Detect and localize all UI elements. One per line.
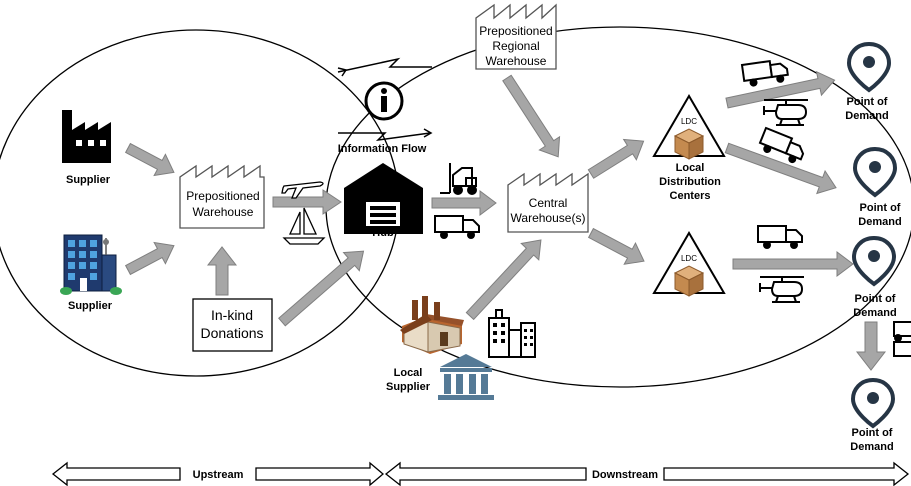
arrow-central-to-ldc2 xyxy=(587,227,645,265)
package-icon xyxy=(674,128,704,160)
regional-warehouse-label-2: Regional xyxy=(492,39,539,53)
upstream-left-arrow xyxy=(51,461,181,486)
pod-2-label-2: Demand xyxy=(858,216,901,228)
ldc-center-label-2: Distribution xyxy=(659,176,721,188)
arrow-regional-to-central xyxy=(502,74,561,158)
map-pin-icon-4 xyxy=(851,378,895,428)
helicopter-icon-2 xyxy=(759,276,805,303)
arrow-warehouse-to-hub xyxy=(272,189,342,215)
pod-1-label-1: Point of xyxy=(847,96,888,108)
prepositioned-warehouse-label-2: Warehouse xyxy=(193,205,254,219)
package-icon xyxy=(674,265,704,297)
pod-3-label-1: Point of xyxy=(855,293,896,305)
map-pin-icon-2 xyxy=(853,147,897,197)
hub-label: Hub xyxy=(372,227,394,239)
inkind-label-2: Donations xyxy=(200,325,263,341)
regional-warehouse-label-3: Warehouse xyxy=(486,54,547,68)
info-icon xyxy=(364,81,404,121)
boat-icon xyxy=(282,207,326,245)
ldc-center-label-3: Centers xyxy=(670,190,711,202)
local-supplier-label-1: Local xyxy=(394,367,423,379)
information-flow-label: Information Flow xyxy=(338,143,427,155)
arrow-ldc1-to-pod2 xyxy=(724,142,837,195)
ldc-label-2: LDC xyxy=(681,254,697,263)
arrow-local-to-central xyxy=(465,239,542,321)
central-warehouse-label-1: Central xyxy=(529,196,568,210)
arrow-ldc2-to-pod3 xyxy=(732,251,854,277)
local-supplier-label-2: Supplier xyxy=(386,381,431,393)
prepositioned-warehouse: Prepositioned Warehouse xyxy=(179,164,265,229)
pod-4-label-1: Point of xyxy=(852,427,893,439)
upstream-label: Upstream xyxy=(193,469,244,481)
central-warehouse: Central Warehouse(s) xyxy=(507,172,589,233)
pod-3-label-2: Demand xyxy=(853,307,896,319)
forklift-icon xyxy=(440,163,477,195)
hub-garage-icon xyxy=(344,163,423,234)
regional-warehouse-label-1: Prepositioned xyxy=(479,24,552,38)
supplier-label-2: Supplier xyxy=(68,300,113,312)
arrow-central-to-ldc1 xyxy=(587,138,645,179)
arrow-donations-up xyxy=(206,246,238,296)
ldc-label-1: LDC xyxy=(681,117,697,126)
truck-icon-partial xyxy=(893,321,911,357)
arrow-pod3-to-pod4 xyxy=(855,321,887,371)
inkind-donations-box: In-kind Donations xyxy=(192,298,273,352)
truck-icon-hub xyxy=(434,215,480,240)
pod-2-label-1: Point of xyxy=(860,202,901,214)
helicopter-icon-1 xyxy=(763,99,809,126)
central-warehouse-label-2: Warehouse(s) xyxy=(511,211,586,225)
downstream-right-arrow xyxy=(663,461,910,486)
office-building-icon xyxy=(60,234,122,295)
arrow-hub-to-central xyxy=(431,190,497,216)
arrow-donations-to-hub xyxy=(278,250,365,327)
truck-icon-1 xyxy=(741,57,790,89)
information-flow-arrows xyxy=(337,57,433,142)
map-pin-icon-1 xyxy=(847,42,891,92)
map-pin-icon-3 xyxy=(852,236,896,286)
ldc-triangle-2: LDC xyxy=(652,231,726,297)
ldc-center-label-1: Local xyxy=(676,162,705,174)
ldc-triangle-1: LDC xyxy=(652,94,726,160)
supplier-label-1: Supplier xyxy=(66,174,111,186)
arrow-supplier-to-warehouse xyxy=(124,142,175,177)
pod-4-label-2: Demand xyxy=(850,441,893,453)
pod-1-label-2: Demand xyxy=(845,110,888,122)
bank-icon xyxy=(438,354,494,400)
prepositioned-warehouse-label-1: Prepositioned xyxy=(186,189,259,203)
arrow-ldc1-to-pod1 xyxy=(725,70,836,109)
downstream-left-arrow xyxy=(384,461,587,486)
local-supplier-house-icon xyxy=(400,296,464,354)
city-buildings-icon xyxy=(488,309,536,358)
airplane-icon xyxy=(281,181,324,199)
arrow-supplier2-to-warehouse xyxy=(124,241,175,276)
truck-icon-3 xyxy=(757,225,803,250)
inkind-label-1: In-kind xyxy=(211,307,253,323)
factory-icon xyxy=(62,110,111,163)
regional-warehouse: Prepositioned Regional Warehouse xyxy=(475,3,557,70)
upstream-right-arrow xyxy=(255,461,385,486)
downstream-label: Downstream xyxy=(592,469,658,481)
